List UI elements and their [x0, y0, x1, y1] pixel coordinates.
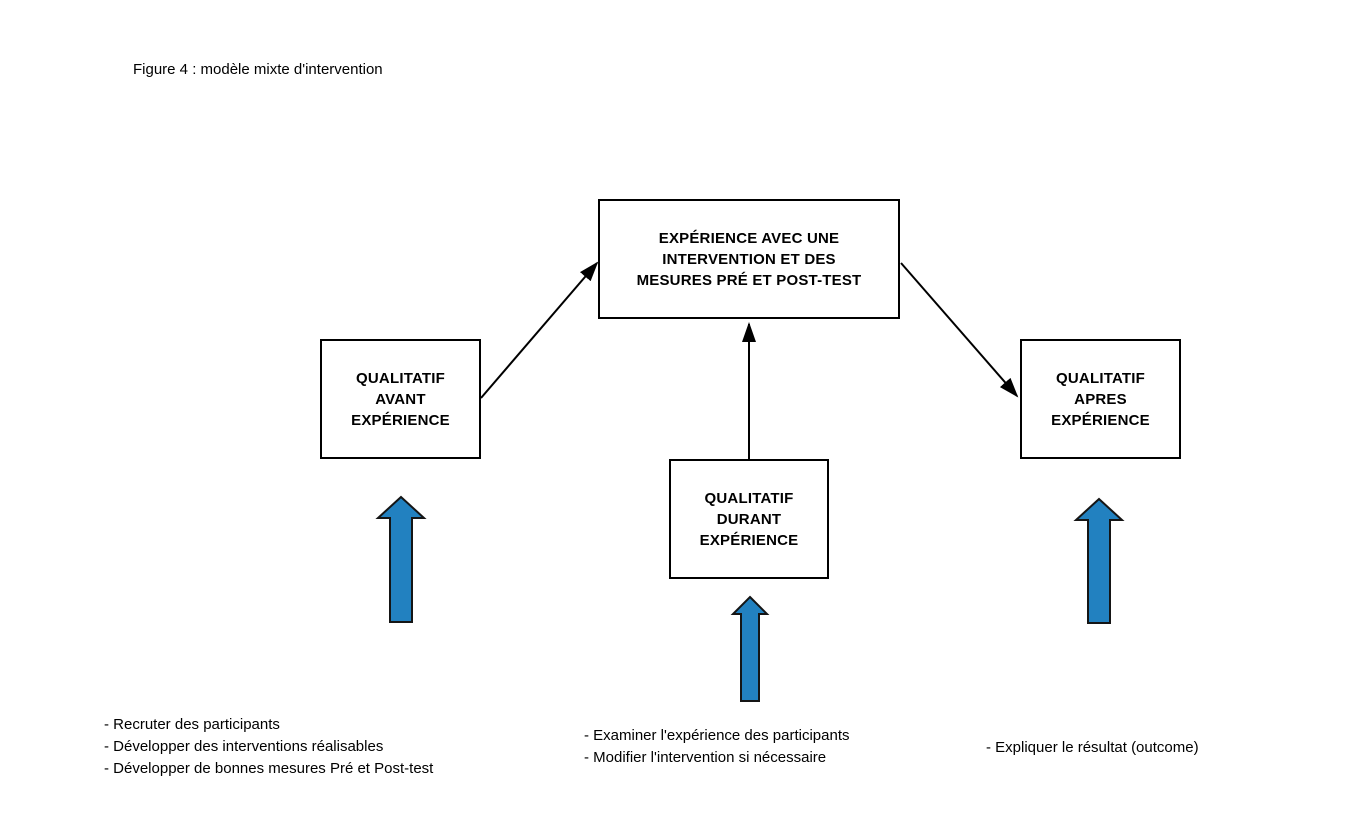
block-arrow-up-center [730, 595, 770, 702]
block-arrow-up-left [375, 495, 427, 623]
box-qualitatif-apres: QUALITATIF APRES EXPÉRIENCE [1020, 339, 1181, 459]
box-label-line: DURANT [716, 510, 782, 528]
note-line: - Développer des interventions réalisabl… [104, 738, 384, 755]
box-label-line: QUALITATIF [704, 489, 794, 507]
box-label-line: EXPÉRIENCE [351, 411, 450, 429]
box-qualitatif-avant: QUALITATIF AVANT EXPÉRIENCE [320, 339, 481, 459]
note-line: - Développer de bonnes mesures Pré et Po… [104, 760, 434, 777]
note-line: - Modifier l'intervention si nécessaire [584, 749, 827, 766]
figure-title: Figure 4 : modèle mixte d'intervention [133, 61, 383, 78]
connector-experience-to-apres-arrow [900, 262, 1019, 398]
box-qualitatif-durant: QUALITATIF DURANT EXPÉRIENCE [669, 459, 829, 579]
box-label-line: EXPÉRIENCE [1051, 411, 1150, 429]
box-label-line: APRES [1074, 390, 1127, 408]
box-label-line: EXPÉRIENCE AVEC UNE [658, 229, 840, 247]
box-experience-intervention: EXPÉRIENCE AVEC UNE INTERVENTION ET DES … [598, 199, 900, 319]
note-line: - Recruter des participants [104, 716, 280, 733]
box-label-line: INTERVENTION ET DES [662, 250, 836, 268]
notes-apres-experience: - Expliquer le résultat (outcome) [986, 737, 1199, 759]
note-line: - Examiner l'expérience des participants [584, 727, 850, 744]
notes-durant-experience: - Examiner l'expérience des participants… [584, 725, 850, 769]
box-label-line: QUALITATIF [1056, 369, 1145, 387]
box-label-line: MESURES PRÉ ET POST-TEST [636, 271, 862, 289]
connector-avant-to-experience-arrow [480, 261, 599, 399]
block-arrow-up-right [1073, 497, 1125, 624]
box-label-line: QUALITATIF [356, 369, 445, 387]
box-label-line: AVANT [375, 390, 426, 408]
notes-avant-experience: - Recruter des participants - Développer… [104, 714, 433, 780]
box-label-line: EXPÉRIENCE [699, 531, 799, 549]
note-line: - Expliquer le résultat (outcome) [986, 739, 1199, 756]
